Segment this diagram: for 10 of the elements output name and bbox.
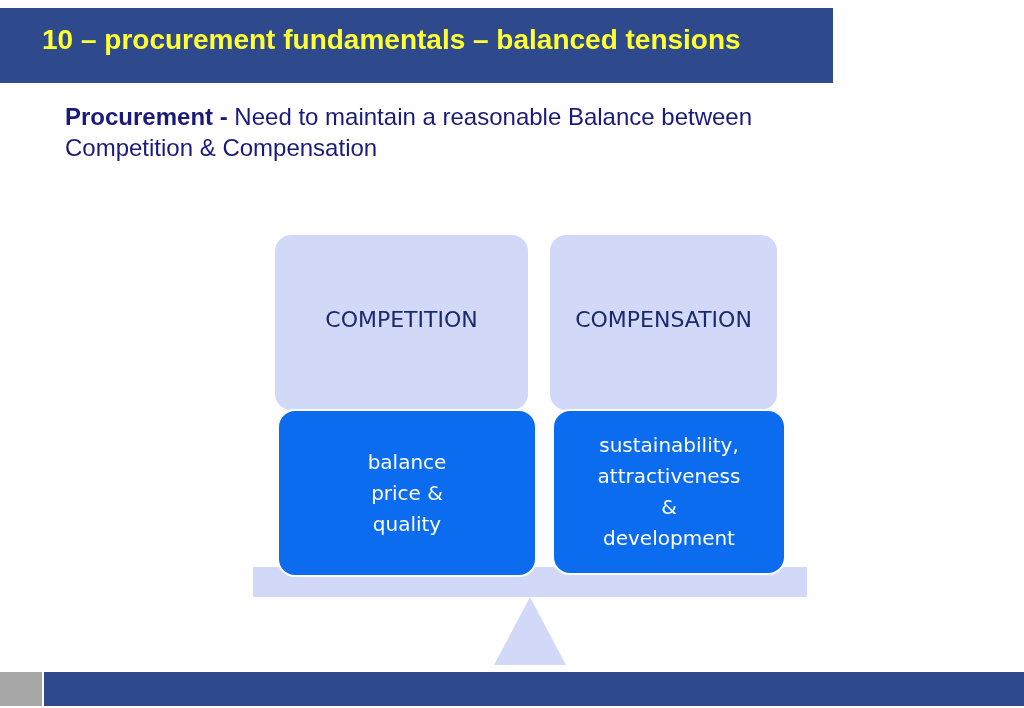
detail-box <box>552 409 786 575</box>
title: 10 – procurement fundamentals – balanced tensions <box>42 24 741 56</box>
box-text: COMPETITION <box>325 307 478 332</box>
box-text: sustainability, attractiveness & development <box>597 432 741 552</box>
subheading: Procurement - Need to maintain a reasonable Balance between Competition & Compensation <box>65 102 754 163</box>
detail-box <box>277 409 537 577</box>
category-box <box>275 235 528 410</box>
box-text: COMPENSATION <box>575 307 752 332</box>
category-box <box>550 235 777 410</box>
box-text: balance price & quality <box>367 448 447 538</box>
